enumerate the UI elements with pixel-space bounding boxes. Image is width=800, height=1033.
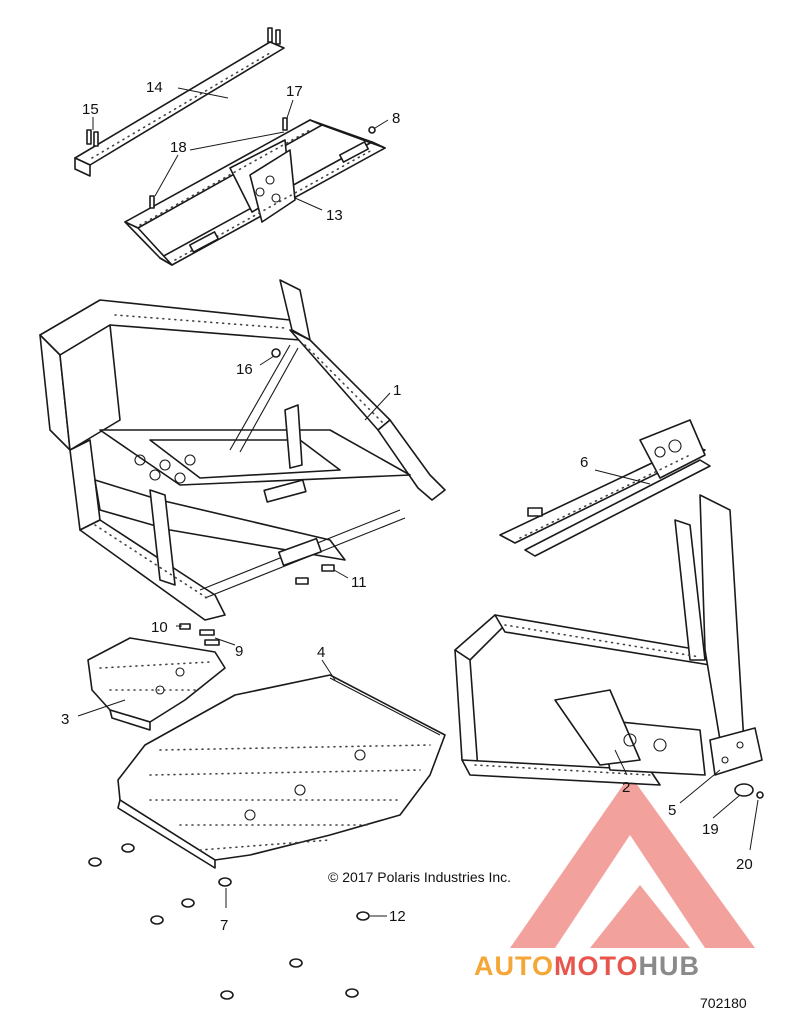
part-1-main-frame xyxy=(39,279,446,621)
part-fasteners-top xyxy=(149,117,376,209)
part-15-bolts xyxy=(86,27,281,147)
callout-7: 7 xyxy=(220,917,228,934)
part-5-bracket xyxy=(709,727,763,776)
svg-text:AUTOMOTOHUB: AUTOMOTOHUB xyxy=(474,951,700,981)
part-4-floor-plate xyxy=(117,674,446,869)
part-7-12-grommets xyxy=(88,843,370,1000)
callout-4: 4 xyxy=(317,644,325,661)
callout-12: 12 xyxy=(389,908,406,925)
callout-1: 1 xyxy=(393,382,401,399)
callout-2: 2 xyxy=(622,779,630,796)
logo-part-hub: HUB xyxy=(639,951,701,981)
part-9-10-fasteners xyxy=(179,623,220,646)
logo-part-auto: AUTO xyxy=(474,951,554,981)
part-19-20-fasteners xyxy=(734,783,764,799)
callout-15: 15 xyxy=(82,101,99,118)
callout-labels: 14 15 17 8 18 13 16 1 6 11 10 9 4 3 2 5 … xyxy=(61,79,753,934)
callout-6: 6 xyxy=(580,454,588,471)
callout-17: 17 xyxy=(286,83,303,100)
part-6-side-rails xyxy=(499,419,711,557)
part-14-crossbar xyxy=(74,41,285,177)
part-13-subframe xyxy=(124,119,386,266)
callout-11: 11 xyxy=(351,574,367,591)
diagram-id: 702180 xyxy=(700,995,747,1011)
callout-5: 5 xyxy=(668,802,676,819)
callout-8: 8 xyxy=(392,110,400,127)
part-11-fasteners xyxy=(295,564,335,585)
part-16-fastener xyxy=(271,348,281,358)
callout-16: 16 xyxy=(236,361,253,378)
watermark-logo-text: AUTOMOTOHUB xyxy=(474,951,700,981)
callout-18: 18 xyxy=(170,139,187,156)
part-2-rear-frame xyxy=(454,494,746,786)
watermark-logo-mark xyxy=(510,775,755,948)
callout-13: 13 xyxy=(326,207,343,224)
callout-3: 3 xyxy=(61,711,69,728)
callout-14: 14 xyxy=(146,79,163,96)
copyright-notice: © 2017 Polaris Industries Inc. xyxy=(328,869,511,885)
logo-part-moto: MOTO xyxy=(554,951,639,981)
callout-10: 10 xyxy=(151,619,168,636)
callout-9: 9 xyxy=(235,643,243,660)
callout-19: 19 xyxy=(702,821,719,838)
leader-lines xyxy=(77,87,759,917)
callout-20: 20 xyxy=(736,856,753,873)
